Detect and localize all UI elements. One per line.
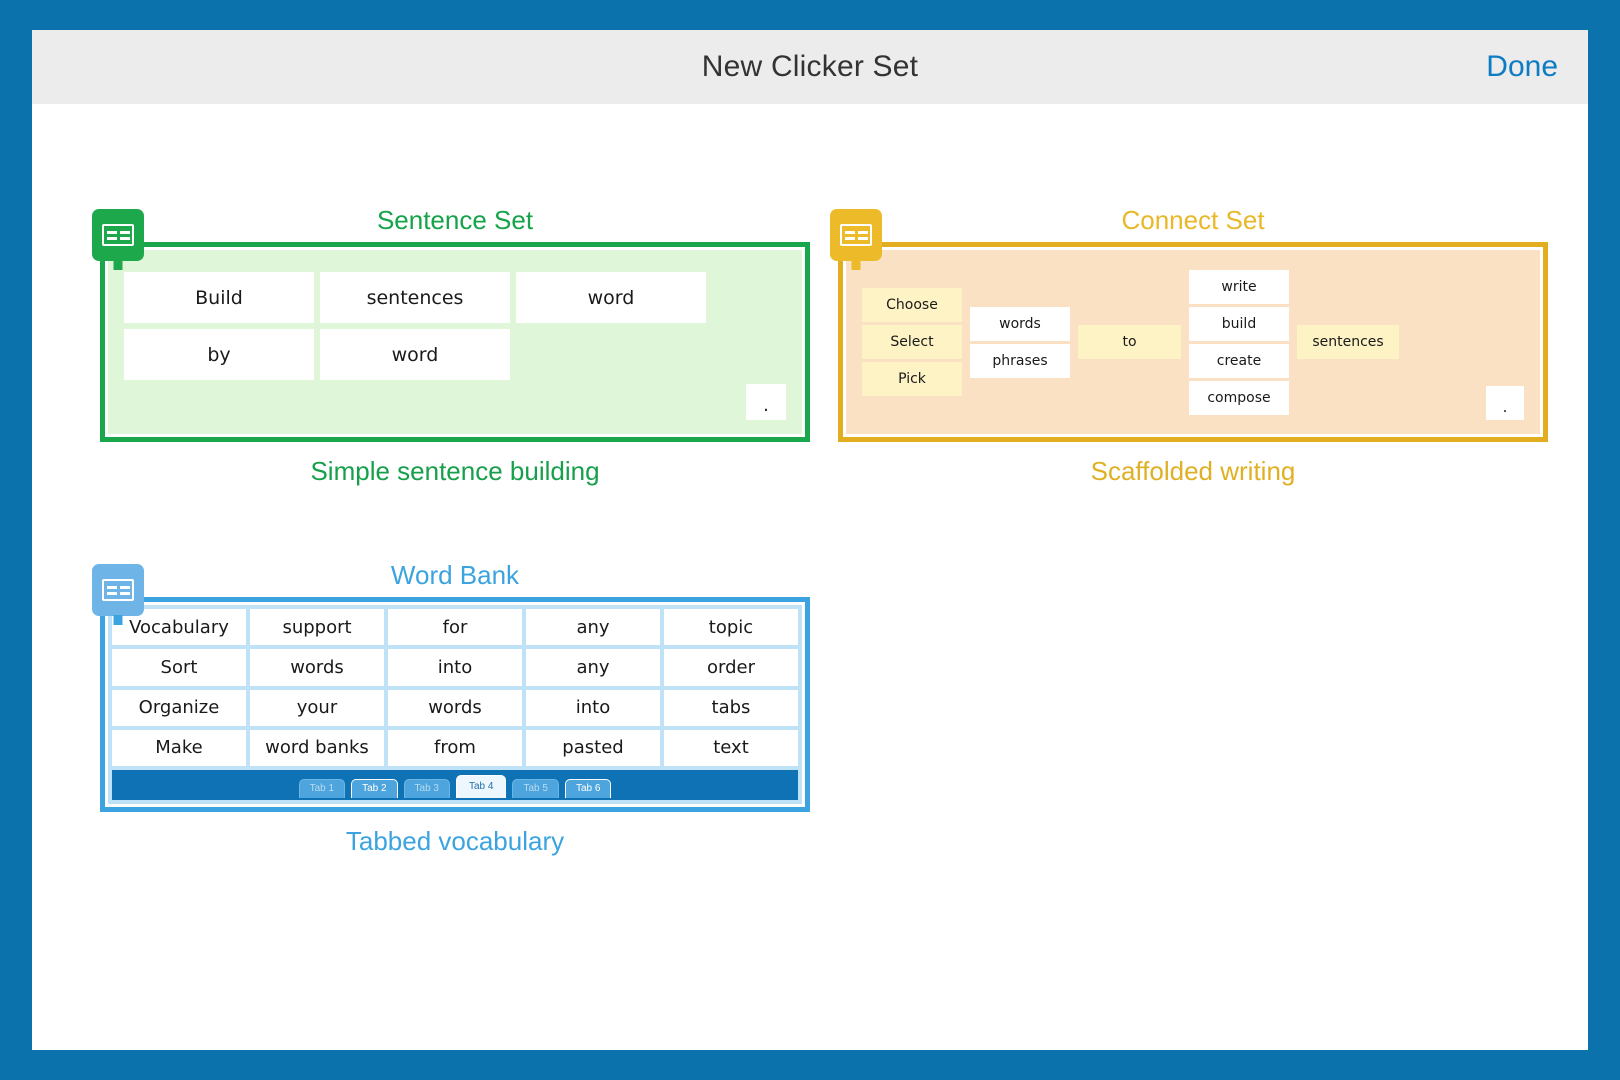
table-row: Vocabulary support for any topic [112, 609, 798, 646]
word-cell[interactable]: sentences [1297, 325, 1399, 359]
word-cell[interactable]: into [526, 689, 660, 726]
word-cell[interactable]: build [1189, 306, 1289, 341]
word-cell[interactable]: your [250, 689, 384, 726]
word-cell[interactable]: words [250, 649, 384, 686]
tab-6[interactable]: Tab 6 [564, 779, 612, 798]
title-bar: New Clicker Set Done [32, 30, 1588, 104]
word-cell[interactable]: word [516, 272, 706, 323]
word-cell[interactable]: for [388, 609, 522, 646]
word-cell[interactable]: by [124, 329, 314, 380]
connect-set-body: Choose Select Pick words phrases to wr [843, 247, 1543, 437]
table-row: Sort words into any order [112, 649, 798, 686]
done-button[interactable]: Done [1486, 50, 1558, 83]
clicker-set-icon [92, 209, 144, 270]
word-cell[interactable]: Organize [112, 689, 246, 726]
word-cell[interactable]: from [388, 729, 522, 766]
sentence-set-title: Sentence Set [376, 205, 534, 235]
word-bank-body: Vocabulary support for any topic Sort wo… [105, 602, 805, 807]
word-cell[interactable]: to [1078, 325, 1181, 359]
set-card-sentence-set[interactable]: Sentence Set Build sentences word [92, 204, 810, 488]
connect-column: to [1078, 325, 1181, 359]
sentence-row: by word [124, 329, 786, 380]
tab-5[interactable]: Tab 5 [512, 779, 559, 798]
word-cell[interactable]: Vocabulary [112, 609, 246, 646]
word-cell[interactable]: order [664, 649, 798, 686]
word-cell[interactable]: compose [1189, 380, 1289, 415]
application-window: New Clicker Set Done Sentence Set Build … [32, 30, 1588, 1050]
set-card-word-bank[interactable]: Word Bank Vocabulary support for [92, 559, 810, 858]
word-cell[interactable]: tabs [664, 689, 798, 726]
clicker-set-icon [830, 209, 882, 270]
word-cell[interactable]: Select [862, 325, 962, 359]
word-cell[interactable]: any [526, 649, 660, 686]
clicker-set-icon [92, 564, 144, 625]
period-cell[interactable]: . [1486, 386, 1524, 420]
word-cell[interactable]: topic [664, 609, 798, 646]
connect-set-caption: Scaffolded writing [1090, 456, 1296, 486]
sentence-set-caption: Simple sentence building [310, 456, 600, 486]
set-card-connect-set[interactable]: Connect Set Choose Select Pick [830, 204, 1548, 488]
table-row: Organize your words into tabs [112, 689, 798, 726]
sentence-set-frame: Build sentences word by word . [92, 209, 810, 442]
tab-4[interactable]: Tab 4 [456, 775, 507, 798]
word-cell[interactable]: words [388, 689, 522, 726]
connect-column: sentences [1297, 325, 1399, 359]
connect-set-title: Connect Set [1121, 205, 1265, 235]
word-cell[interactable]: words [970, 306, 1070, 341]
word-cell[interactable]: create [1189, 343, 1289, 378]
set-chooser-canvas: Sentence Set Build sentences word [32, 104, 1588, 1050]
word-cell[interactable]: pasted [526, 729, 660, 766]
sentence-set-body: Build sentences word by word . [105, 247, 805, 437]
tab-1[interactable]: Tab 1 [298, 779, 346, 798]
page-title: New Clicker Set [701, 50, 919, 83]
word-cell[interactable]: any [526, 609, 660, 646]
word-bank-frame: Vocabulary support for any topic Sort wo… [92, 564, 810, 812]
sentence-row: Build sentences word [124, 272, 786, 323]
word-cell[interactable]: Sort [112, 649, 246, 686]
connect-column: write build create compose [1189, 269, 1289, 415]
word-bank-title: Word Bank [390, 560, 520, 590]
table-row: Make word banks from pasted text [112, 729, 798, 766]
word-cell[interactable]: support [250, 609, 384, 646]
word-cell[interactable]: Make [112, 729, 246, 766]
word-cell[interactable]: text [664, 729, 798, 766]
connect-set-frame: Choose Select Pick words phrases to wr [830, 209, 1548, 442]
word-bank-caption: Tabbed vocabulary [345, 826, 565, 856]
word-cell[interactable]: Choose [862, 288, 962, 322]
word-bank-tab-bar: Tab 1 Tab 2 Tab 3 Tab 4 Tab 5 Tab 6 [112, 770, 798, 800]
tab-2[interactable]: Tab 2 [351, 779, 398, 798]
connect-column: Choose Select Pick [862, 288, 962, 396]
word-cell[interactable]: phrases [970, 343, 1070, 378]
word-cell[interactable]: write [1189, 269, 1289, 304]
word-cell[interactable]: word [320, 329, 510, 380]
word-cell[interactable]: word banks [250, 729, 384, 766]
word-cell[interactable]: Pick [862, 362, 962, 396]
period-cell[interactable]: . [746, 384, 786, 420]
word-cell[interactable]: sentences [320, 272, 510, 323]
word-cell[interactable]: Build [124, 272, 314, 323]
tab-3[interactable]: Tab 3 [403, 779, 450, 798]
word-cell[interactable]: into [388, 649, 522, 686]
connect-column: words phrases [970, 306, 1070, 378]
